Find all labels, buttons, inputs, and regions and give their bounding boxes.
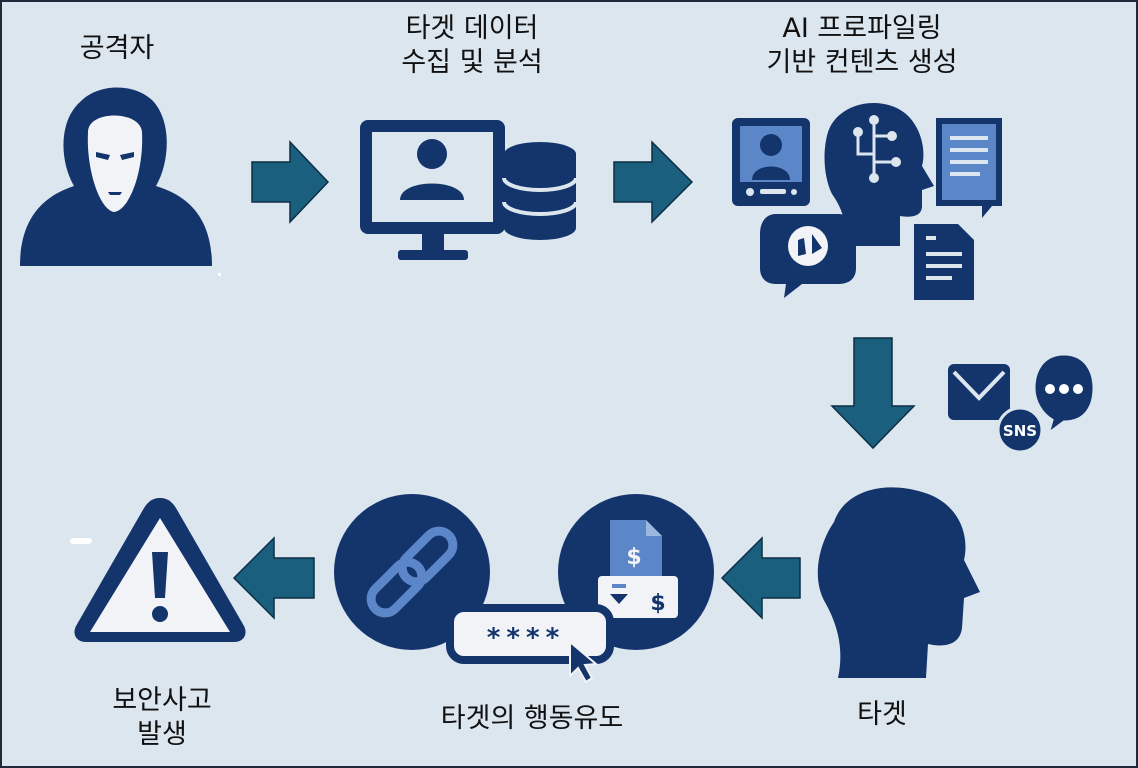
svg-text:$: $ (626, 545, 641, 570)
induce-label: 타겟의 행동유도 (440, 703, 624, 734)
text-document-icon (914, 224, 974, 300)
cursor-icon (569, 639, 599, 684)
attacker-label: 공격자 (79, 33, 155, 64)
target-head-icon (817, 487, 980, 678)
profiling-label: AI 프로파일링 기반 컨텐츠 생성 (766, 13, 958, 78)
sns-icon: SNS (996, 406, 1044, 454)
svg-text:$: $ (650, 591, 665, 616)
arrow-down-icon (830, 337, 916, 450)
ai-head-icon (824, 102, 934, 246)
hooded-attacker-icon (20, 87, 221, 276)
arrow-right-icon (251, 140, 330, 224)
decorative-dash (70, 538, 92, 544)
password-field-icon: **** (446, 604, 614, 684)
target-label: 타겟 (857, 699, 907, 730)
arrow-left-icon (232, 536, 315, 620)
mail-icon (948, 364, 1010, 420)
monitor-icon (360, 120, 505, 260)
database-icon (502, 142, 578, 240)
profile-card-icon (732, 118, 810, 206)
chat-bubble-icon (760, 214, 856, 298)
incident-label: 보안사고 발생 (112, 685, 212, 750)
collect-label: 타겟 데이터 수집 및 분석 (401, 13, 543, 78)
password-mask: **** (487, 623, 565, 653)
warning-triangle-icon (74, 498, 246, 642)
arrow-left-icon (720, 536, 801, 620)
document-panel-icon (936, 118, 1002, 218)
sns-label: SNS (1003, 422, 1037, 440)
arrow-right-icon (613, 140, 694, 224)
chat-dots-icon (1032, 352, 1096, 438)
